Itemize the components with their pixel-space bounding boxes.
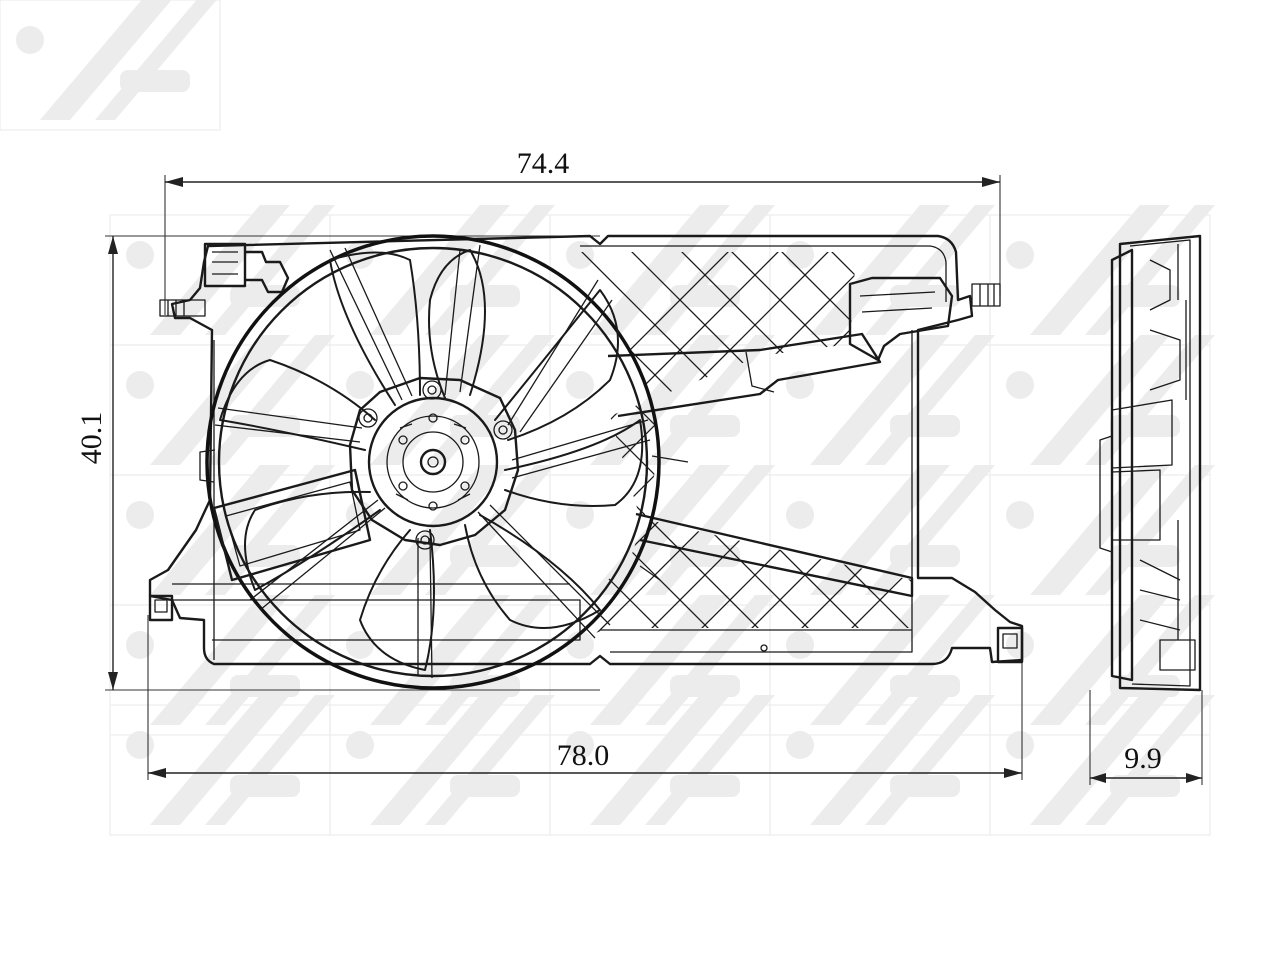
- motor-hub: [348, 376, 520, 550]
- dimension-depth-label: 9.9: [1124, 742, 1162, 775]
- connector-terminal-right: [848, 276, 1001, 362]
- mounting-tab-right: [996, 626, 1024, 664]
- shroud-frame: [148, 234, 1024, 666]
- dimension-height-label: 40.1: [75, 412, 108, 465]
- dimension-bottom-width: 78.0: [147, 615, 1023, 780]
- fan-ring: [199, 234, 689, 690]
- fan-blades: [214, 244, 651, 679]
- dimension-top-width-label: 74.4: [517, 147, 570, 180]
- dimension-top-width: 74.4: [164, 147, 1001, 315]
- mounting-tab-left: [148, 594, 174, 622]
- watermark-pattern: [0, 0, 1216, 836]
- side-view: [1099, 234, 1202, 692]
- dimension-bottom-width-label: 78.0: [557, 739, 610, 772]
- dimension-depth: 9.9: [1089, 690, 1203, 785]
- connector-plug: [159, 242, 290, 317]
- dimension-height: 40.1: [75, 235, 600, 691]
